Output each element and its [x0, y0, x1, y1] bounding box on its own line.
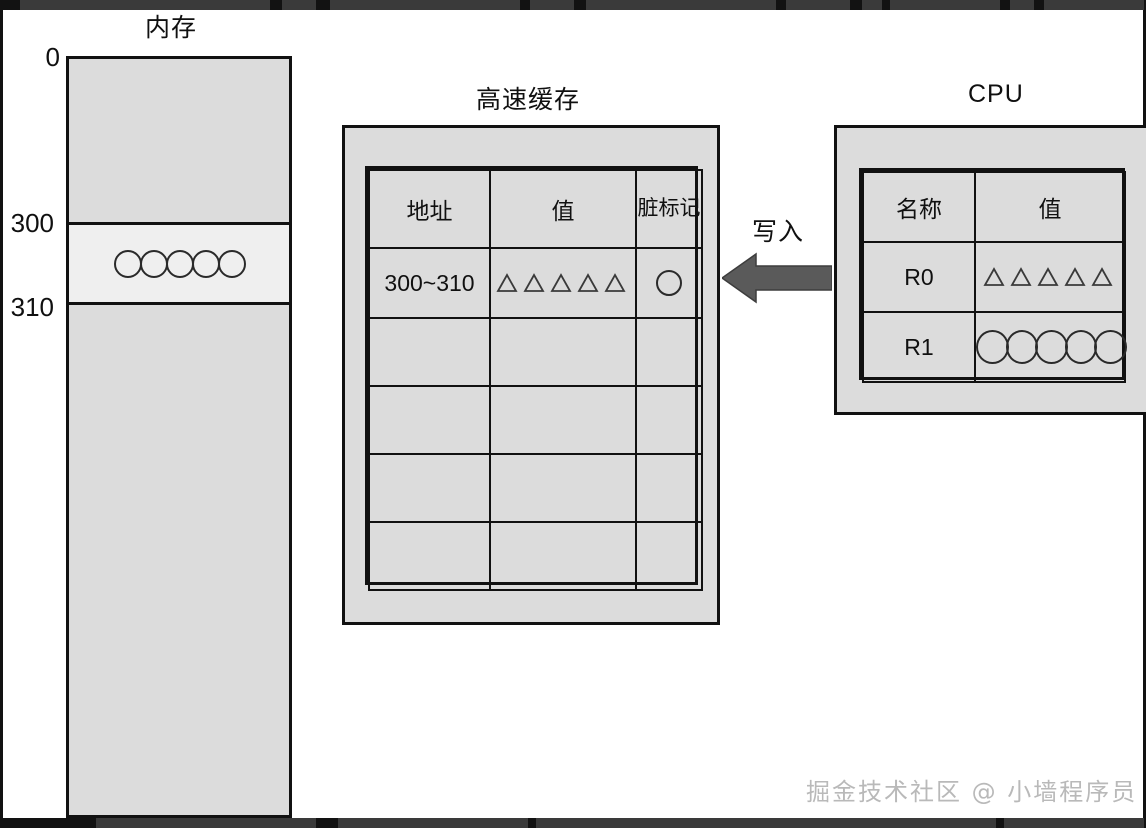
memory-column	[66, 56, 292, 818]
cpu-block: 名称 值 R0 R1	[834, 125, 1146, 415]
memory-title: 内存	[145, 14, 198, 42]
cache-header-value: 值	[489, 169, 637, 249]
circle-icon	[218, 249, 246, 278]
memory-tick-310: 310	[10, 292, 54, 322]
cropped-neighbor-strip-top	[0, 0, 1146, 10]
triangle-icon	[549, 273, 572, 293]
cache-cell-value	[489, 453, 637, 523]
cache-header-row: 地址 值 脏标记	[368, 169, 703, 249]
triangle-icon	[522, 273, 545, 293]
cache-cell-dirty-flag	[635, 521, 703, 591]
cache-cell-address	[368, 317, 491, 387]
cache-block: 地址 值 脏标记 300~310	[342, 125, 720, 625]
triangle-icon	[982, 267, 1005, 287]
circle-icon	[1035, 330, 1068, 364]
cache-cell-address	[368, 385, 491, 455]
cache-cell-dirty-flag	[635, 317, 703, 387]
cpu-register-row: R0	[862, 241, 1126, 313]
memory-circle-symbols	[114, 249, 246, 278]
circle-icon	[1094, 330, 1127, 364]
watermark: 掘金技术社区 @ 小墙程序员	[806, 778, 1138, 806]
cache-cell-address	[368, 521, 491, 591]
cache-cell-dirty-flag	[635, 385, 703, 455]
cpu-register-name: R0	[862, 241, 976, 313]
circle-icon	[192, 249, 220, 278]
figure-frame-left-edge	[0, 10, 3, 818]
cpu-header-value: 值	[974, 171, 1126, 243]
cpu-register-name: R1	[862, 311, 976, 383]
triangle-icon	[603, 273, 626, 293]
cache-cell-value	[489, 385, 637, 455]
cache-cell-value	[489, 317, 637, 387]
circle-icon	[656, 270, 682, 296]
circle-icon	[1064, 330, 1098, 364]
circle-icon	[976, 330, 1009, 364]
triangle-icon	[1009, 267, 1032, 287]
cache-row	[368, 521, 703, 591]
cache-triangle-symbols	[491, 273, 635, 293]
write-arrow-label: 写入	[752, 218, 805, 246]
dirty-flag-symbol	[637, 270, 701, 296]
triangle-icon	[576, 273, 599, 293]
memory-tick-0: 0	[45, 42, 60, 72]
memory-segment-highlighted	[69, 225, 289, 305]
cropped-neighbor-strip-bottom	[0, 818, 1146, 828]
triangle-icon	[495, 273, 518, 293]
circle-icon	[166, 249, 194, 278]
cache-title: 高速缓存	[476, 86, 581, 114]
cache-cell-dirty-flag	[635, 453, 703, 523]
cache-cell-address	[368, 453, 491, 523]
cache-row: 300~310	[368, 247, 703, 319]
cpu-header-row: 名称 值	[862, 171, 1126, 243]
cache-table: 地址 值 脏标记 300~310	[365, 166, 703, 591]
write-arrow-icon	[722, 252, 832, 304]
triangle-icon	[1090, 267, 1113, 287]
cache-header-address: 地址	[368, 169, 491, 249]
cache-cell-dirty-flag	[635, 247, 703, 319]
cache-cell-value	[489, 247, 637, 319]
cache-header-dirty-flag: 脏标记	[635, 169, 703, 249]
cache-row	[368, 453, 703, 523]
cpu-header-name: 名称	[862, 171, 976, 243]
cpu-register-table: 名称 值 R0 R1	[859, 168, 1127, 383]
memory-tick-300: 300	[10, 208, 54, 238]
circle-icon	[140, 249, 168, 278]
cache-cell-address: 300~310	[368, 247, 491, 319]
cpu-title: CPU	[968, 80, 1024, 108]
cache-cell-value	[489, 521, 637, 591]
memory-segment-lower	[69, 308, 289, 815]
cpu-circle-symbols	[976, 330, 1127, 364]
cpu-triangle-symbols	[976, 267, 1124, 287]
cpu-register-value	[974, 311, 1127, 383]
cache-row	[368, 317, 703, 387]
triangle-icon	[1036, 267, 1059, 287]
memory-segment-upper	[69, 59, 289, 225]
cpu-register-row: R1	[862, 311, 1127, 383]
cpu-register-value	[974, 241, 1126, 313]
circle-icon	[1005, 330, 1039, 364]
cache-row	[368, 385, 703, 455]
triangle-icon	[1063, 267, 1086, 287]
circle-icon	[114, 249, 142, 278]
